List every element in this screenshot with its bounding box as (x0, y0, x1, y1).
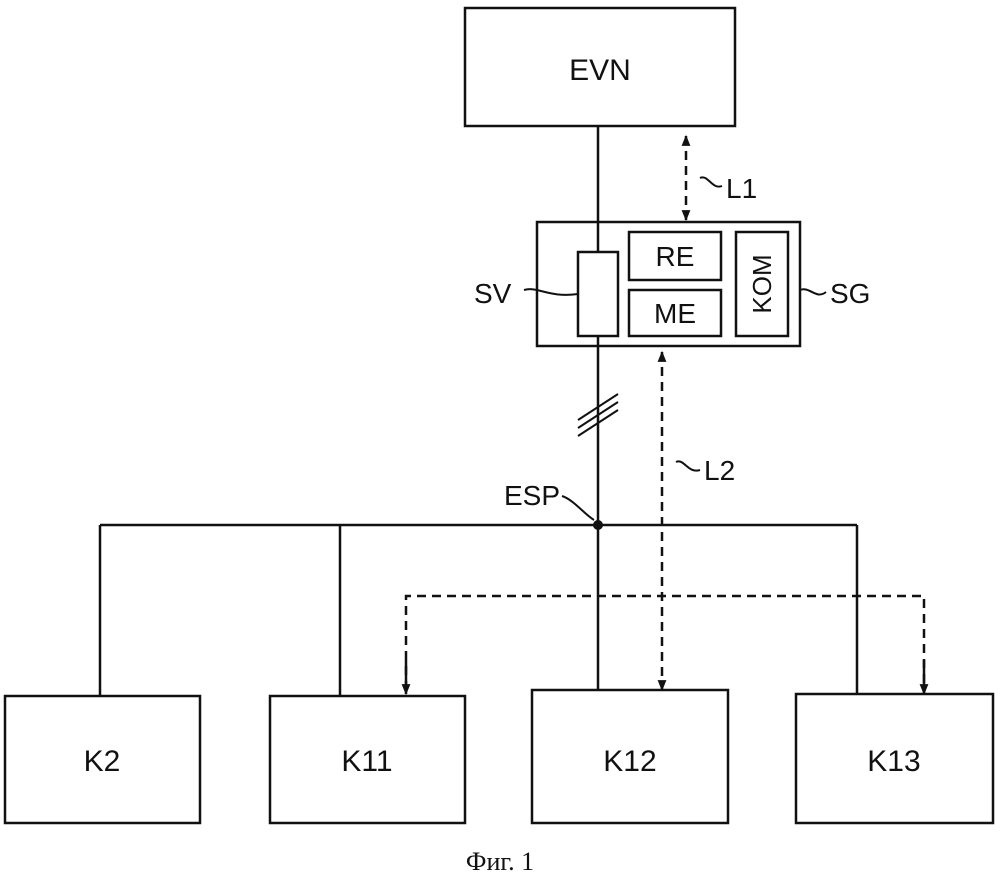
sv-label: SV (474, 278, 512, 309)
consumer-k13: K13 (796, 694, 993, 823)
consumer-k11-label: K11 (341, 745, 392, 778)
me-label: ME (654, 298, 696, 329)
consumer-k12: K12 (532, 690, 728, 823)
evn-block: EVN (465, 8, 735, 126)
dashed-distribution (406, 596, 924, 690)
consumer-k11: K11 (270, 696, 465, 823)
kom-label: KOM (747, 254, 777, 313)
esp-leader (562, 496, 594, 520)
sv-leader (524, 289, 578, 295)
consumer-k13-label: K13 (867, 745, 920, 778)
consumer-k2-label: K2 (84, 745, 121, 778)
l1-label: L1 (726, 173, 757, 204)
l1-leader (700, 177, 722, 186)
re-label: RE (656, 241, 695, 272)
consumer-k2: K2 (5, 696, 200, 823)
sv-element (578, 252, 618, 336)
figure-caption: Фиг. 1 (466, 847, 534, 876)
sg-label: SG (830, 278, 870, 309)
sg-device: RE ME KOM (537, 222, 800, 346)
sg-leader (800, 289, 826, 294)
esp-node (593, 520, 603, 530)
consumer-k12-label: K12 (603, 745, 656, 778)
l2-leader (676, 461, 700, 470)
evn-label: EVN (569, 54, 631, 87)
esp-label: ESP (504, 480, 560, 511)
l2-label: L2 (704, 455, 735, 486)
